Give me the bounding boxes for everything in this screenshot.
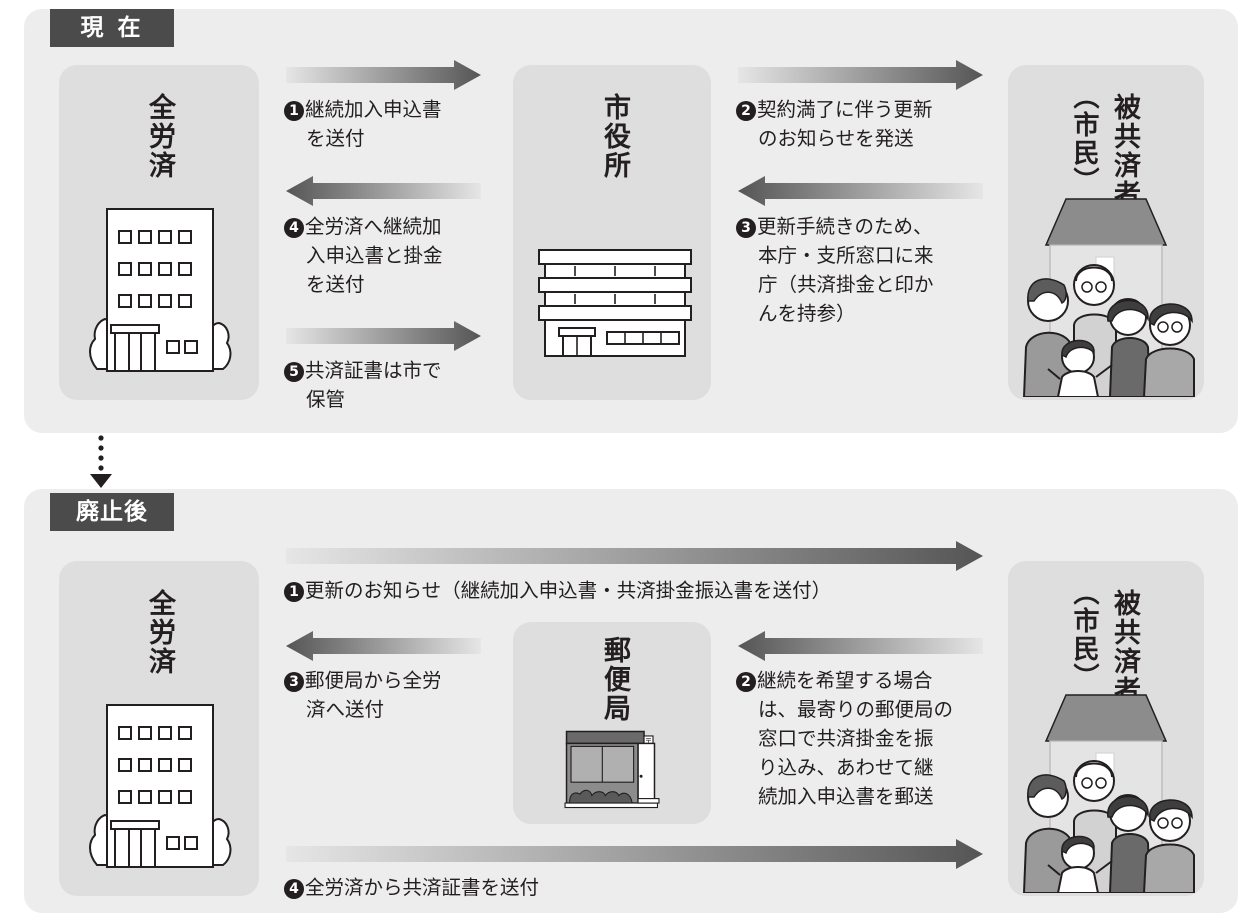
arrow-step2-current xyxy=(738,60,983,90)
office-building-icon xyxy=(85,703,235,873)
arrow-step4-after xyxy=(286,839,983,869)
family-house-icon xyxy=(1016,693,1196,893)
arrow-step1-after xyxy=(286,541,983,571)
zenrosai-box: 全労済 xyxy=(59,65,259,400)
office-building-icon xyxy=(85,207,235,377)
city-hall-icon xyxy=(535,248,695,358)
arrow-step5-current xyxy=(286,321,481,351)
arrow-step1-current xyxy=(286,60,481,90)
city-hall-box: 市役所 xyxy=(513,65,711,400)
arrow-step3-after xyxy=(286,631,481,661)
post-office-icon xyxy=(563,730,661,812)
family-house-icon xyxy=(1016,197,1196,397)
city-hall-label: 市役所 xyxy=(599,93,630,180)
insured-sublabel: （市民） xyxy=(1069,83,1099,195)
section-tag-current: 現 在 xyxy=(50,9,174,47)
arrow-step3-current xyxy=(738,176,983,206)
zenrosai-label: 全労済 xyxy=(144,93,175,180)
down-arrow-icon xyxy=(90,435,112,488)
post-office-box: 郵便局 xyxy=(513,622,711,824)
insured-box: 被共済者 （市民） xyxy=(1008,65,1204,400)
post-office-label: 郵便局 xyxy=(599,636,630,723)
zenrosai-box-after: 全労済 xyxy=(59,561,259,896)
insured-label-after: 被共済者 xyxy=(1109,589,1140,705)
arrow-step4-current xyxy=(286,176,481,206)
section-tag-after: 廃止後 xyxy=(50,493,174,531)
arrow-step2-after xyxy=(738,631,983,661)
insured-label: 被共済者 xyxy=(1109,93,1140,209)
insured-box-after: 被共済者 （市民） xyxy=(1008,561,1204,896)
zenrosai-label-after: 全労済 xyxy=(144,589,175,676)
insured-sublabel-after: （市民） xyxy=(1069,579,1099,691)
